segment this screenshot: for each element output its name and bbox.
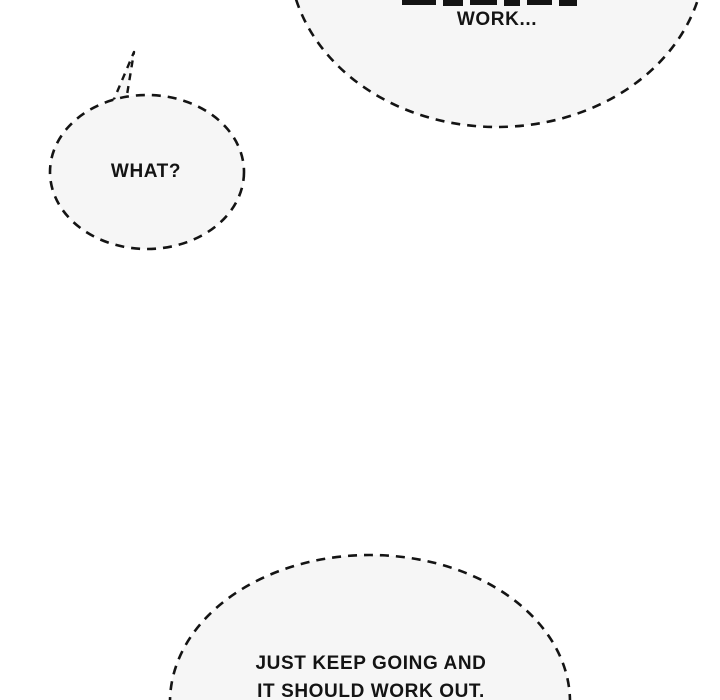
speech-bubble-left-shape — [48, 93, 246, 251]
speech-bubble-bottom-text: JUST KEEP GOING AND IT SHOULD WORK OUT. — [211, 650, 531, 700]
speech-bubble-left-text: WHAT? — [110, 161, 182, 182]
speech-bubble-bottom-shape — [168, 553, 572, 700]
speech-bubble-top-shape — [294, 0, 700, 129]
clipped-text-remnant — [402, 0, 592, 7]
speech-bubble-top-text: WORK... — [456, 9, 538, 30]
bubble-tail — [110, 50, 136, 105]
speech-bubble-bottom-line1: JUST KEEP GOING AND — [255, 653, 487, 674]
speech-bubble-bottom-line2: IT SHOULD WORK OUT. — [257, 681, 485, 700]
